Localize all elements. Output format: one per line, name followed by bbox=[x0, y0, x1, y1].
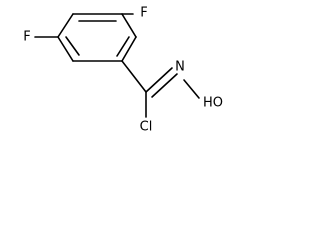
carbon-nitrogen-double-bond-a bbox=[145, 67, 173, 93]
benzene-ring bbox=[57, 13, 137, 62]
nitrogen-oxygen-bond bbox=[183, 79, 200, 99]
ring-bond-upper-left bbox=[57, 13, 74, 38]
hydroxyl-label: HO bbox=[203, 96, 223, 111]
ring-inner-double-bond-left bbox=[65, 36, 80, 56]
carbon-nitrogen-double-bond-b bbox=[151, 73, 178, 98]
chlorine-label: Cl bbox=[140, 120, 153, 135]
fluorine-left-label: F bbox=[23, 30, 30, 45]
ring-bond-lower-left bbox=[57, 36, 74, 62]
ring-inner-double-bond-right bbox=[116, 36, 130, 57]
fluorine-top-label: F bbox=[140, 6, 147, 21]
oxime-nitrogen-label: N bbox=[175, 60, 185, 75]
ring-to-imidoyl-carbon-bond bbox=[121, 60, 147, 93]
chemical-structure-diagram: F F N HO Cl bbox=[23, 6, 223, 135]
ring-bond-lower-right bbox=[121, 36, 137, 62]
ring-bond-upper-right bbox=[121, 13, 137, 38]
